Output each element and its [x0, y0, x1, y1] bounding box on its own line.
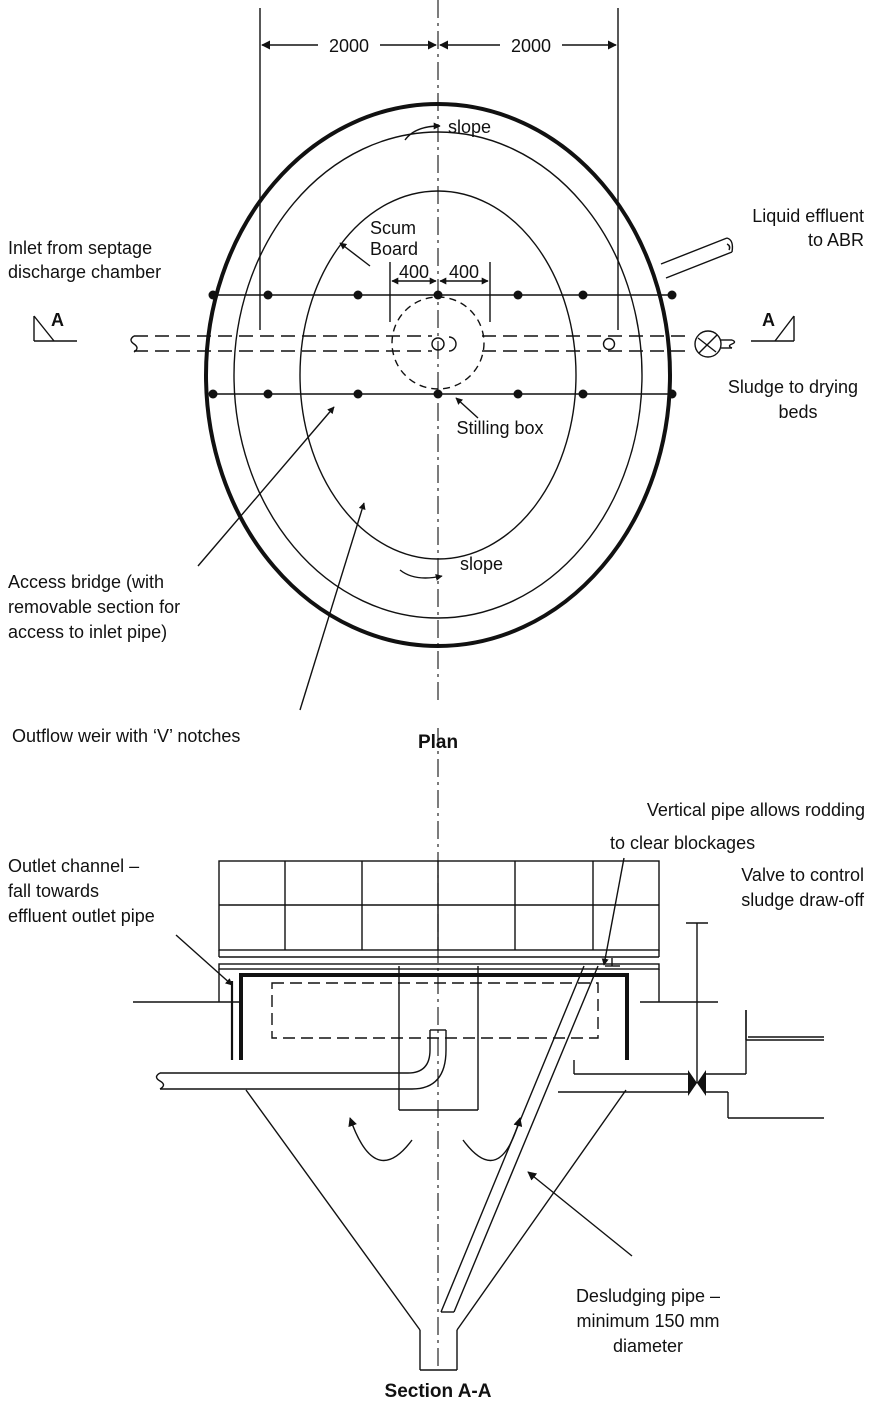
outflow-leader	[299, 502, 366, 711]
section-marker-right: A	[751, 310, 795, 342]
section-title: Section A-A	[385, 1381, 492, 1402]
liquid-effluent-pipe	[660, 237, 734, 279]
plan-view: 2000 2000 400	[8, 0, 864, 753]
scum-leader	[339, 242, 371, 267]
liquid-label-line2: to ABR	[808, 230, 864, 250]
desludging-pipe	[440, 958, 620, 1313]
inlet-label-line2: discharge chamber	[8, 262, 161, 282]
outlet-label-line1: Outlet channel –	[8, 856, 139, 876]
slope-arrow-top: slope	[404, 117, 491, 141]
inlet-label-line1: Inlet from septage	[8, 238, 152, 258]
dimension-2000-left: 2000	[261, 36, 437, 56]
outlet-leader	[175, 934, 233, 986]
section-view: Vertical pipe allows rodding to clear bl…	[8, 728, 865, 1402]
vertical-pipe-label-line2: to clear blockages	[610, 833, 755, 853]
bridge-railing	[218, 860, 660, 958]
dim-inner-left-label: 400	[399, 262, 429, 282]
sludge-label-line1: Sludge to drying	[728, 377, 858, 397]
outlet-channel-left	[133, 969, 240, 1003]
slope-arrow-bottom: slope	[399, 554, 503, 581]
outflow-label: Outflow weir with ‘V’ notches	[12, 726, 240, 746]
outlet-label-line2: fall towards	[8, 881, 99, 901]
tank-walls-section	[230, 973, 629, 1060]
section-letter-left: A	[51, 310, 64, 330]
inlet-pipe-plan	[130, 335, 457, 353]
outlet-label-line3: effluent outlet pipe	[8, 906, 155, 926]
slope-top-label: slope	[448, 117, 491, 137]
valve-label-line2: sludge draw-off	[741, 890, 865, 910]
slope-bottom-label: slope	[460, 554, 503, 574]
sludge-label-line2: beds	[778, 402, 817, 422]
desludging-leader	[527, 1171, 633, 1257]
desludge-label-line3: diameter	[613, 1336, 683, 1356]
desludge-label-line2: minimum 150 mm	[576, 1311, 719, 1331]
access-label-line2: removable section for	[8, 597, 180, 617]
valve-label-line1: Valve to control	[741, 865, 864, 885]
valve-symbol-plan	[694, 330, 722, 358]
access-leader	[197, 406, 335, 567]
effluent-channel-right	[745, 1010, 824, 1040]
section-marker-left: A	[33, 310, 77, 342]
dim-right-label: 2000	[511, 36, 551, 56]
dimension-2000-right: 2000	[439, 36, 617, 56]
stilling-label: Stilling box	[456, 418, 543, 438]
outlet-channel-right	[640, 969, 718, 1003]
flow-arrows	[348, 1117, 523, 1161]
sludge-drawoff-pipe	[558, 1010, 824, 1119]
stilling-box-section	[398, 966, 479, 1111]
dim-inner-right-label: 400	[449, 262, 479, 282]
scum-label-line2: Board	[370, 239, 418, 259]
dimension-400: 400 400	[389, 262, 491, 322]
liquid-label-line1: Liquid effluent	[752, 206, 864, 226]
scum-label-line1: Scum	[370, 218, 416, 238]
section-letter-right: A	[762, 310, 775, 330]
vertical-pipe-label-line1: Vertical pipe allows rodding	[647, 800, 865, 820]
scum-board-ring	[299, 190, 577, 560]
inlet-pipe-section	[155, 1029, 447, 1090]
outflow-weir-ring	[233, 131, 643, 619]
vertical-pipe-leader	[601, 857, 625, 966]
access-label-line1: Access bridge (with	[8, 572, 164, 592]
sludge-pipe-plan	[482, 330, 736, 358]
bridge-posts	[208, 290, 677, 399]
tank-outer-wall	[204, 102, 672, 648]
hopper-cone	[245, 1089, 627, 1371]
stilling-leader	[455, 397, 479, 419]
scum-board-section	[271, 982, 599, 1039]
deck-slab	[218, 963, 660, 970]
valve-symbol-section	[686, 922, 708, 1096]
dim-left-label: 2000	[329, 36, 369, 56]
access-label-line3: access to inlet pipe)	[8, 622, 167, 642]
desludge-label-line1: Desludging pipe –	[576, 1286, 720, 1306]
